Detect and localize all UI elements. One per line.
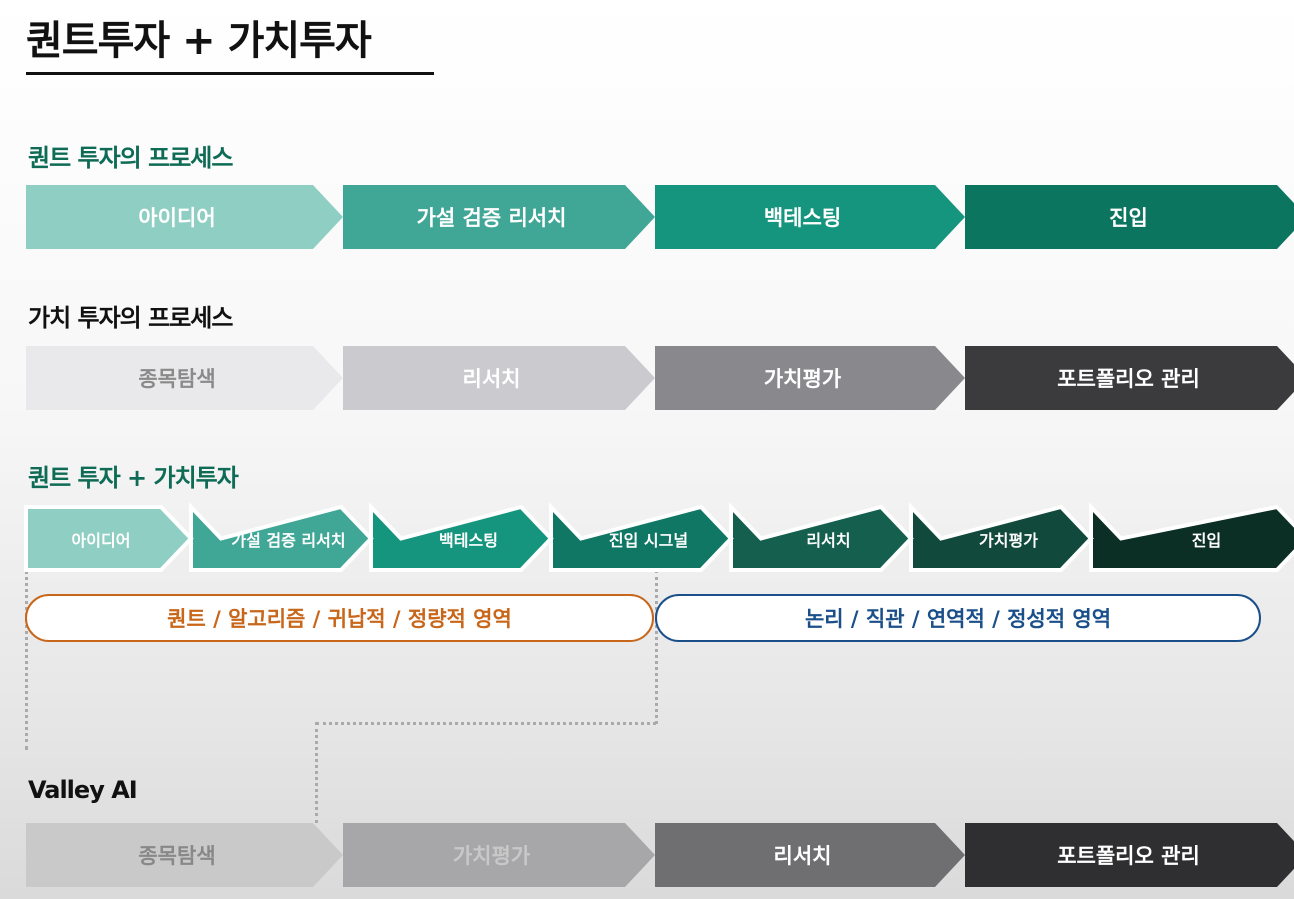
quant-process-heading: 퀀트 투자의 프로세스 xyxy=(28,144,233,172)
combined-step-5-chevron xyxy=(729,502,914,572)
dotted-connector xyxy=(655,570,658,724)
combined-step-7-chevron xyxy=(1089,502,1294,572)
combined-step-label: 백테스팅 xyxy=(439,530,498,550)
quant-step-2-chevron xyxy=(343,185,655,249)
value-process-heading: 가치 투자의 프로세스 xyxy=(28,304,233,332)
quant-step-3-chevron xyxy=(655,185,965,249)
combined-step-4-chevron xyxy=(549,502,734,572)
valley-step-label: 포트폴리오 관리 xyxy=(1057,844,1200,868)
valley-step-2-chevron xyxy=(343,823,655,887)
quant-step-1-chevron xyxy=(26,185,343,249)
value-step-label: 가치평가 xyxy=(763,367,842,391)
quant-step-label: 백테스팅 xyxy=(763,206,842,230)
valley-step-1-chevron xyxy=(26,823,343,887)
dotted-connector xyxy=(316,722,656,725)
combined-step-label: 가설 검증 리서치 xyxy=(231,530,346,550)
combined-step-1-chevron xyxy=(24,505,194,572)
valley-step-label: 가치평가 xyxy=(452,844,531,868)
combined-step-label: 가치평가 xyxy=(979,530,1038,550)
combined-step-label: 아이디어 xyxy=(71,530,131,550)
quant-step-label: 가설 검증 리서치 xyxy=(416,206,567,230)
combined-step-label: 진입 xyxy=(1191,530,1222,550)
valley-step-4-chevron xyxy=(965,823,1294,887)
valley-ai-heading: Valley AI xyxy=(28,776,138,804)
value-step-4-chevron xyxy=(965,346,1294,410)
quant-step-label: 진입 xyxy=(1109,206,1148,230)
quant-step-4-chevron xyxy=(965,185,1294,249)
title-underline xyxy=(26,72,434,75)
dotted-connector xyxy=(315,722,318,823)
value-step-label: 리서치 xyxy=(462,367,521,391)
value-area-pill: 논리 / 직관 / 연역적 / 정성적 영역 xyxy=(655,594,1261,642)
value-step-1-chevron xyxy=(26,346,343,410)
quant-step-label: 아이디어 xyxy=(138,206,216,230)
combined-step-label: 리서치 xyxy=(806,530,851,550)
valley-step-label: 종목탐색 xyxy=(138,844,216,868)
combined-step-3-chevron xyxy=(369,502,554,572)
valley-step-3-chevron xyxy=(655,823,965,887)
combined-step-2-chevron xyxy=(189,502,374,572)
value-step-3-chevron xyxy=(655,346,965,410)
dotted-connector xyxy=(25,570,28,750)
combined-process-heading: 퀀트 투자 + 가치투자 xyxy=(28,464,239,492)
combined-step-label: 진입 시그널 xyxy=(608,530,689,550)
slide-title: 퀀트투자 + 가치투자 xyxy=(26,18,372,64)
valley-step-label: 리서치 xyxy=(773,844,832,868)
value-step-label: 종목탐색 xyxy=(138,367,216,391)
value-step-2-chevron xyxy=(343,346,655,410)
quant-area-pill: 퀀트 / 알고리즘 / 귀납적 / 정량적 영역 xyxy=(25,594,654,642)
combined-step-6-chevron xyxy=(909,502,1094,572)
value-step-label: 포트폴리오 관리 xyxy=(1057,367,1200,391)
